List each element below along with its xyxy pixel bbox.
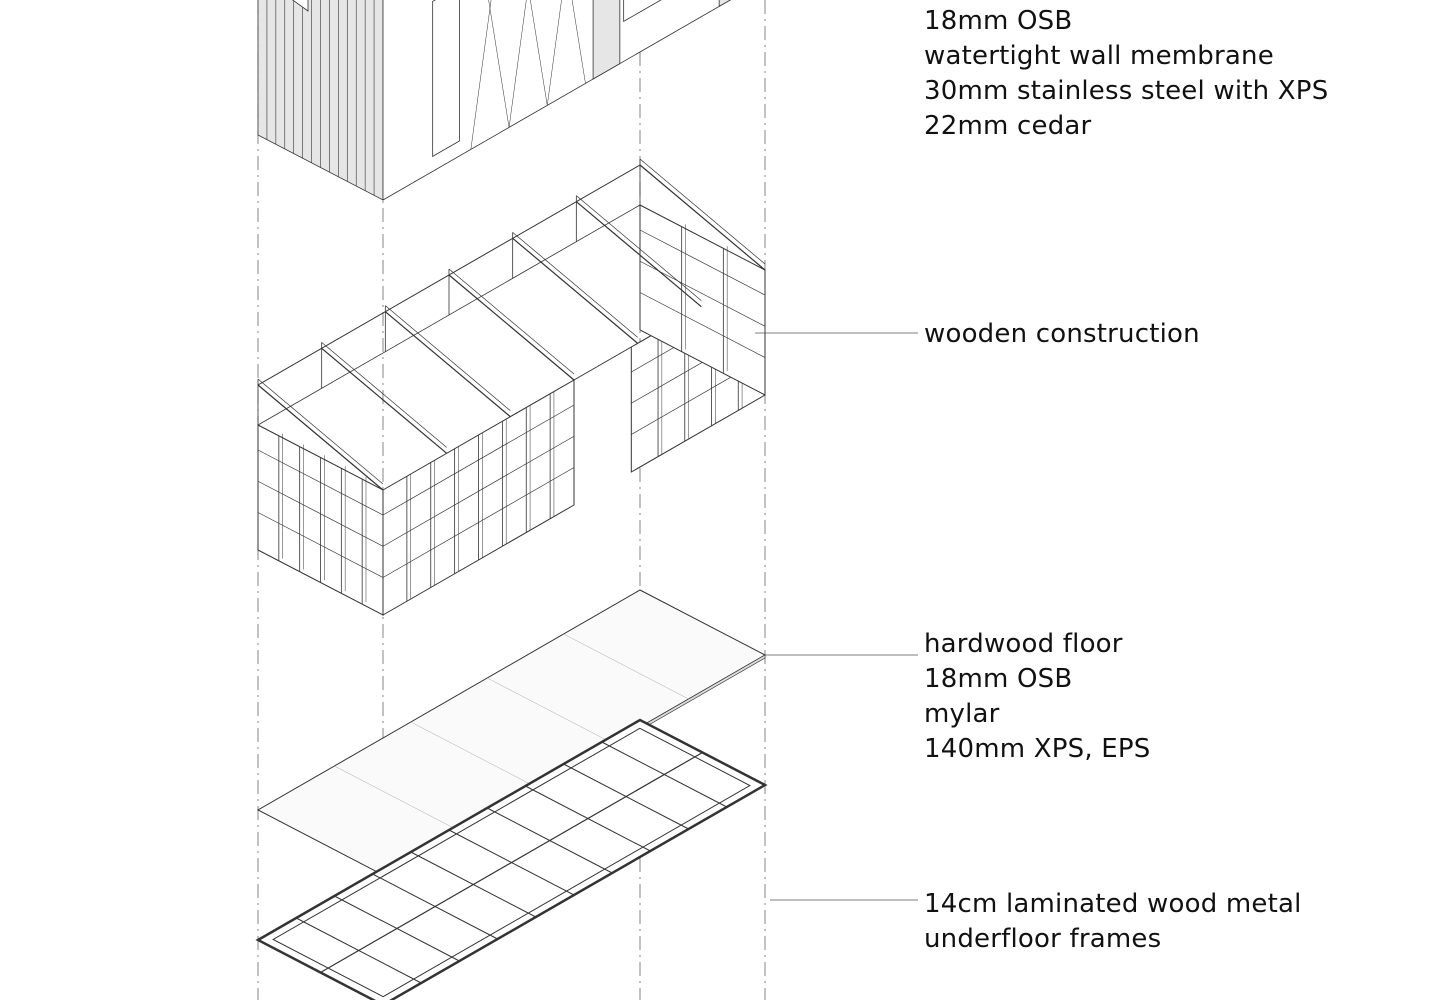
label-line: hardwood floor <box>924 629 1123 659</box>
window-front <box>623 0 662 23</box>
label-line: 30mm stainless steel with XPS <box>924 76 1329 106</box>
floor-panel-seam <box>563 633 689 700</box>
rafter <box>385 305 511 411</box>
rafter <box>321 347 448 454</box>
nogging <box>257 480 384 547</box>
rafter <box>639 158 766 265</box>
wooden-construction-frame <box>257 158 766 616</box>
rafter <box>257 378 384 485</box>
header-beam <box>573 346 632 381</box>
rafter <box>512 232 638 338</box>
underfloor-inner <box>272 727 751 998</box>
panel-diagonal <box>547 0 562 106</box>
label-line: 18mm OSB <box>924 664 1073 694</box>
label-line: mylar <box>924 699 1000 729</box>
floor-label: hardwood floor 18mm OSB mylar 140mm XPS,… <box>924 627 1150 767</box>
front-wall-face <box>382 0 732 201</box>
window-left <box>292 0 309 12</box>
panel-diagonal <box>571 0 586 84</box>
floor-panel-seam <box>487 677 613 744</box>
nogging <box>382 467 575 578</box>
nogging <box>382 435 575 547</box>
underfloor-frames <box>255 718 768 1000</box>
label-line: wooden construction <box>924 319 1200 349</box>
top-plate <box>257 204 641 426</box>
nogging <box>639 292 766 358</box>
rafter <box>257 384 384 491</box>
leader-lines <box>755 332 918 901</box>
rafter <box>512 237 639 344</box>
wall-cladding-volume <box>257 0 732 201</box>
label-line: 22mm cedar <box>924 111 1092 141</box>
rafter <box>448 268 575 375</box>
rafter <box>576 195 702 301</box>
label-line: 14cm laminated wood metal <box>924 889 1302 919</box>
wooden-construction-label: wooden construction <box>924 317 1200 352</box>
rafter <box>639 164 766 271</box>
label-line: 140mm XPS, EPS <box>924 734 1151 764</box>
nogging <box>257 449 384 516</box>
label-line: 18mm OSB <box>924 6 1073 36</box>
label-line: watertight wall membrane <box>924 41 1274 71</box>
rafter <box>321 342 447 448</box>
beam <box>320 751 703 974</box>
nogging <box>257 512 384 578</box>
panel-diagonal <box>488 0 510 128</box>
wall-cladding-label: 18mm OSB watertight wall membrane 30mm s… <box>924 4 1328 144</box>
underfloor-label: 14cm laminated wood metal underfloor fra… <box>924 887 1302 957</box>
cedar-panel <box>592 0 621 80</box>
rafter <box>575 201 702 308</box>
ridge-beam <box>257 164 641 386</box>
nogging <box>382 404 575 516</box>
door <box>432 0 460 158</box>
label-line: underfloor frames <box>924 924 1162 954</box>
nogging <box>639 229 766 296</box>
panel-diagonal <box>530 0 548 106</box>
floor-panel-seam <box>334 765 460 832</box>
cedar-panel <box>718 0 732 8</box>
rafter <box>384 311 511 418</box>
floor-panel-seam <box>410 721 536 788</box>
rafter <box>448 274 575 381</box>
panel-diagonal <box>508 0 527 128</box>
